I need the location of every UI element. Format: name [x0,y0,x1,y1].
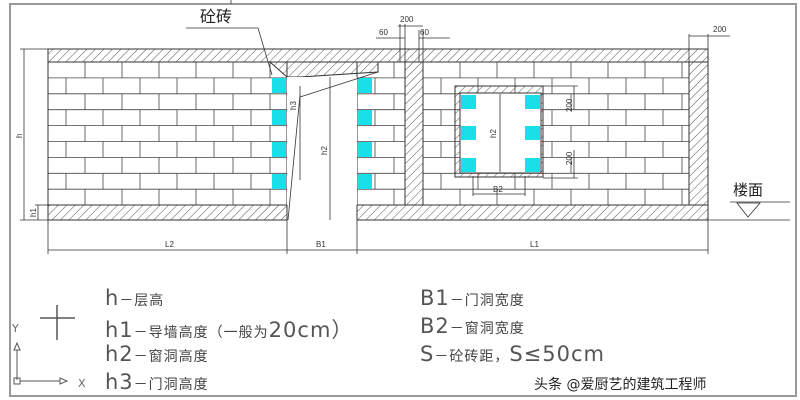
dim-B2-label: B2 [493,185,503,194]
dim-h3-label: h3 [289,101,298,110]
concrete-brick-callout: 砼砖 [200,7,232,26]
bottom-slab-left [47,204,288,221]
concrete-brick [272,110,286,125]
floor-label: 楼面 [733,181,763,199]
legend-item-B1: B1－门洞宽度 [420,286,525,310]
concrete-brick [525,158,540,172]
legend-symbol: B1 [420,286,450,310]
dim-L1-label: L1 [530,240,539,249]
legend-item-B2: B2－窗洞宽度 [420,314,525,338]
legend-desc: －门洞高度 [133,377,209,393]
bottom-slab-right [356,204,709,221]
legend-tail: 20cm） [268,318,354,342]
legend-item-h1: h1－导墙高度（一般为20cm） [105,314,353,344]
concrete-brick [461,158,476,172]
dim-B1-label: B1 [316,240,326,249]
dim-h2-label: h2 [320,146,329,155]
concrete-brick [272,174,286,189]
legend-desc: －窗洞宽度 [449,321,525,337]
dim-200a: 200 [400,15,414,24]
dim-60b: 60 [420,28,429,37]
legend-symbol: h3 [105,370,134,394]
legend-symbol: h2 [105,342,134,366]
legend-desc: －窗洞高度 [133,349,209,365]
concrete-brick [358,110,372,125]
ucs-y-label: Y [11,322,19,335]
legend-symbol: h1 [105,318,134,342]
dim-L2-label: L2 [165,240,174,249]
concrete-brick [461,126,476,140]
dim-h1-label: h1 [29,208,38,217]
drawing-frame [9,3,797,397]
ucs-x-label: X [78,377,86,390]
concrete-brick [358,174,372,189]
legend-tail: S≤50cm [509,342,605,366]
legend-symbol: h [105,286,120,310]
watermark: 头条 @爱厨艺的建筑工程师 [534,377,707,393]
legend-desc: －导墙高度（一般为 [133,325,269,341]
dim-200d: 200 [565,151,574,165]
dim-60a: 60 [379,28,388,37]
ucs-icon [13,305,75,385]
legend-item-h3: h3－门洞高度 [105,370,209,394]
legend-desc: －砼砖距， [434,349,510,365]
concrete-brick [358,142,372,157]
concrete-brick [461,95,476,109]
concrete-brick [272,78,286,93]
door-lintel [268,61,379,78]
legend-item-S: S－砼砖距，S≤50cm [420,342,605,366]
concrete-brick [525,95,540,109]
dim-h-label: h [15,134,24,138]
concrete-brick [272,142,286,157]
top-slab [47,48,709,63]
dim-200b: 200 [713,25,727,34]
middle-column [404,61,424,206]
dimension-lines [20,0,790,254]
legend-desc: －层高 [119,293,165,309]
concrete-bricks [272,78,540,189]
legend-desc: －门洞宽度 [449,293,525,309]
concrete-brick [525,126,540,140]
legend-item-h2: h2－窗洞高度 [105,342,209,366]
legend-symbol: B2 [420,314,450,338]
legend-symbol: S [420,342,435,366]
concrete-brick [358,78,372,93]
door-opening [287,77,357,205]
dim-window-h-label: h2 [489,129,498,138]
dim-200c: 200 [565,98,574,112]
legend-item-h: h－层高 [105,286,164,310]
right-column [688,61,709,206]
